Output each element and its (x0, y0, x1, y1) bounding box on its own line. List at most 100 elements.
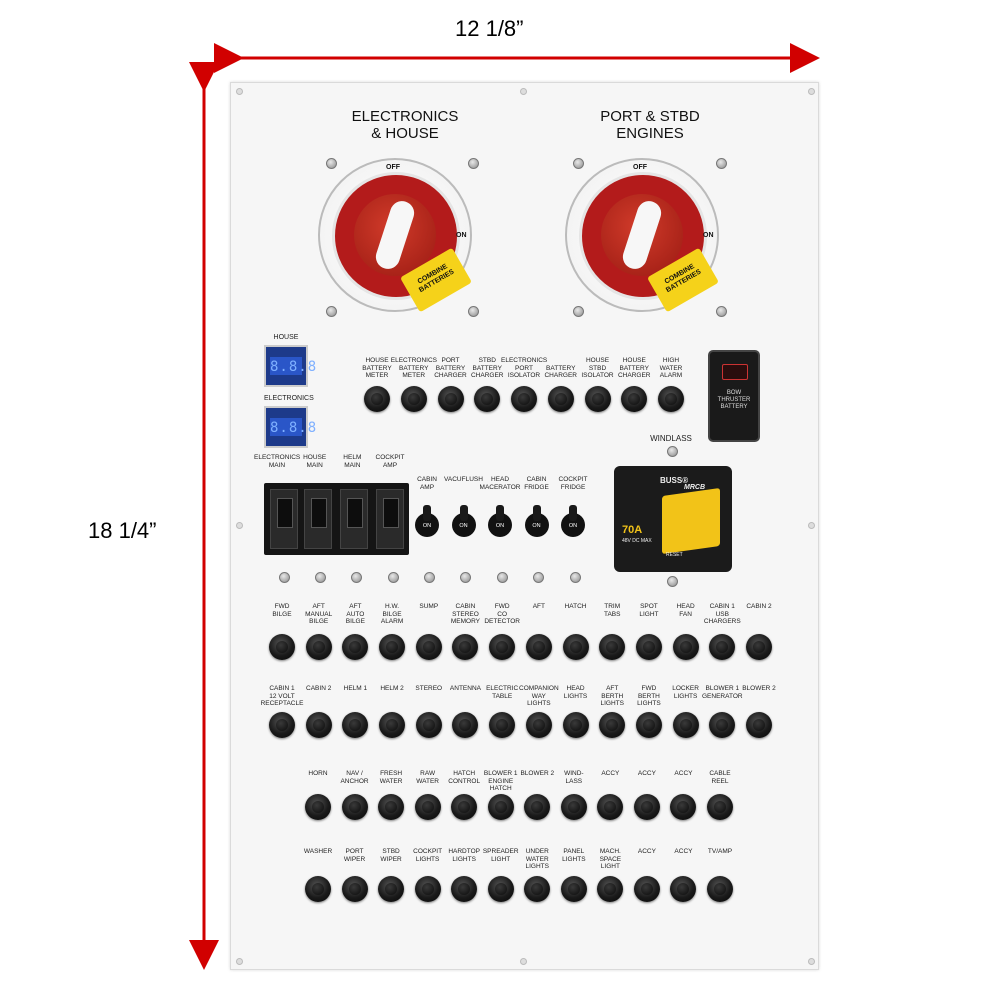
toggle-on-label: ON (532, 523, 541, 529)
row4-label: ELECTRIC TABLE (486, 685, 519, 700)
toggle-switch[interactable]: ON (415, 505, 439, 539)
row5-switch[interactable] (597, 794, 624, 820)
row5-switch[interactable] (487, 794, 514, 820)
row1-switch[interactable] (658, 386, 684, 412)
row6-switch[interactable] (633, 876, 660, 902)
mounting-hole (808, 88, 815, 95)
toggle-switch[interactable]: ON (524, 505, 549, 539)
row4-label: LOCKER LIGHTS (672, 685, 699, 700)
row3-switch[interactable] (342, 634, 369, 660)
row1-switch[interactable] (364, 386, 390, 412)
row3-switch[interactable] (635, 634, 662, 660)
row4-switch[interactable] (342, 712, 369, 738)
breaker-lever[interactable] (662, 487, 720, 555)
bow-thruster-rocker-switch[interactable]: BOW THRUSTER BATTERY (708, 350, 760, 442)
row3-switch[interactable] (269, 634, 295, 660)
row3-switch[interactable] (599, 634, 626, 660)
row4-switch[interactable] (489, 712, 516, 738)
breaker-house-main[interactable] (304, 489, 332, 549)
row3-switch[interactable] (489, 634, 516, 660)
toggle-switch[interactable]: ON (561, 505, 585, 539)
row1-label: STBD BATTERY CHARGER (470, 357, 504, 379)
row5-switch[interactable] (305, 794, 331, 820)
row3-switch[interactable] (672, 634, 699, 660)
row6-switch[interactable] (378, 876, 405, 902)
row1-switch[interactable] (621, 386, 648, 412)
row5-switch[interactable] (524, 794, 551, 820)
row4-switch[interactable] (269, 712, 295, 738)
mounting-hole (808, 958, 815, 965)
row5-switch[interactable] (414, 794, 441, 820)
row6-switch[interactable] (414, 876, 441, 902)
toggle-switch[interactable]: ON (451, 505, 476, 539)
row4-label: ANTENNA (449, 685, 481, 692)
row5-switch[interactable] (707, 794, 733, 820)
row6-switch[interactable] (597, 876, 624, 902)
row4-switch[interactable] (599, 712, 626, 738)
row6-label: HARDTOP LIGHTS (448, 848, 480, 863)
screw (467, 306, 479, 317)
row5-switch[interactable] (670, 794, 697, 820)
row4-switch[interactable] (562, 712, 589, 738)
row4-switch[interactable] (305, 712, 332, 738)
row3-switch[interactable] (305, 634, 332, 660)
row5-label: HATCH CONTROL (448, 770, 481, 785)
row4-switch[interactable] (672, 712, 699, 738)
row6-switch[interactable] (451, 876, 478, 902)
terminal-screw (533, 572, 545, 583)
house-meter-label: HOUSE (273, 334, 299, 341)
row6-switch[interactable] (707, 876, 733, 902)
row5-switch[interactable] (560, 794, 587, 820)
row6-switch[interactable] (487, 876, 514, 902)
row6-switch[interactable] (524, 876, 551, 902)
row4-switch[interactable] (635, 712, 662, 738)
battery-switch-left[interactable]: OFF ON COMBINE BATTERIES (318, 158, 472, 313)
breaker-electronics-main[interactable] (270, 489, 298, 549)
row6-switch[interactable] (560, 876, 587, 902)
main-breaker-label: HOUSE MAIN (303, 454, 327, 469)
row3-label: FWD CO DETECTOR (484, 603, 520, 625)
toggle-switch[interactable]: ON (488, 505, 512, 539)
row1-switch[interactable] (511, 386, 537, 412)
row3-switch[interactable] (415, 634, 442, 660)
row3-switch[interactable] (562, 634, 589, 660)
row3-switch[interactable] (525, 634, 552, 660)
row6-switch[interactable] (670, 876, 697, 902)
row6-switch[interactable] (341, 876, 368, 902)
row3-switch[interactable] (379, 634, 406, 660)
row1-switch[interactable] (584, 386, 611, 412)
battery-switch-right[interactable]: OFF ON COMBINE BATTERIES (565, 158, 719, 313)
row5-switch[interactable] (451, 794, 478, 820)
row3-label: H.W. BILGE ALARM (380, 603, 404, 625)
row4-switch[interactable] (746, 712, 772, 738)
row4-switch[interactable] (709, 712, 736, 738)
row1-label: ELECTRONICS BATTERY METER (390, 357, 437, 379)
row3-label: TRIM TABS (603, 603, 621, 618)
row5-switch[interactable] (378, 794, 405, 820)
row3-label: SUMP (419, 603, 439, 610)
row1-switch[interactable] (474, 386, 501, 412)
row4-switch[interactable] (379, 712, 406, 738)
electronics-voltmeter: 8.8.8 (264, 406, 316, 448)
row3-switch[interactable] (709, 634, 736, 660)
windlass-circuit-breaker[interactable]: BUSS® MRCB 70A 48V DC MAX RESET (614, 466, 732, 572)
row5-switch[interactable] (633, 794, 660, 820)
terminal-screw (278, 572, 290, 583)
row4-switch[interactable] (452, 712, 479, 738)
row5-switch[interactable] (341, 794, 368, 820)
row4-switch[interactable] (525, 712, 552, 738)
row3-switch[interactable] (746, 634, 772, 660)
row6-switch[interactable] (305, 876, 331, 902)
row1-switch[interactable] (400, 386, 427, 412)
breaker-helm-main[interactable] (340, 489, 368, 549)
row4-label: HELM 2 (380, 685, 404, 692)
row3-switch[interactable] (452, 634, 479, 660)
row1-switch[interactable] (437, 386, 464, 412)
row1-label: PORT BATTERY CHARGER (434, 357, 467, 379)
breaker-cockpit-amp[interactable] (376, 489, 404, 549)
screw (666, 576, 678, 587)
row4-label: FWD BERTH LIGHTS (637, 685, 661, 707)
row4-switch[interactable] (415, 712, 442, 738)
row1-switch[interactable] (547, 386, 574, 412)
